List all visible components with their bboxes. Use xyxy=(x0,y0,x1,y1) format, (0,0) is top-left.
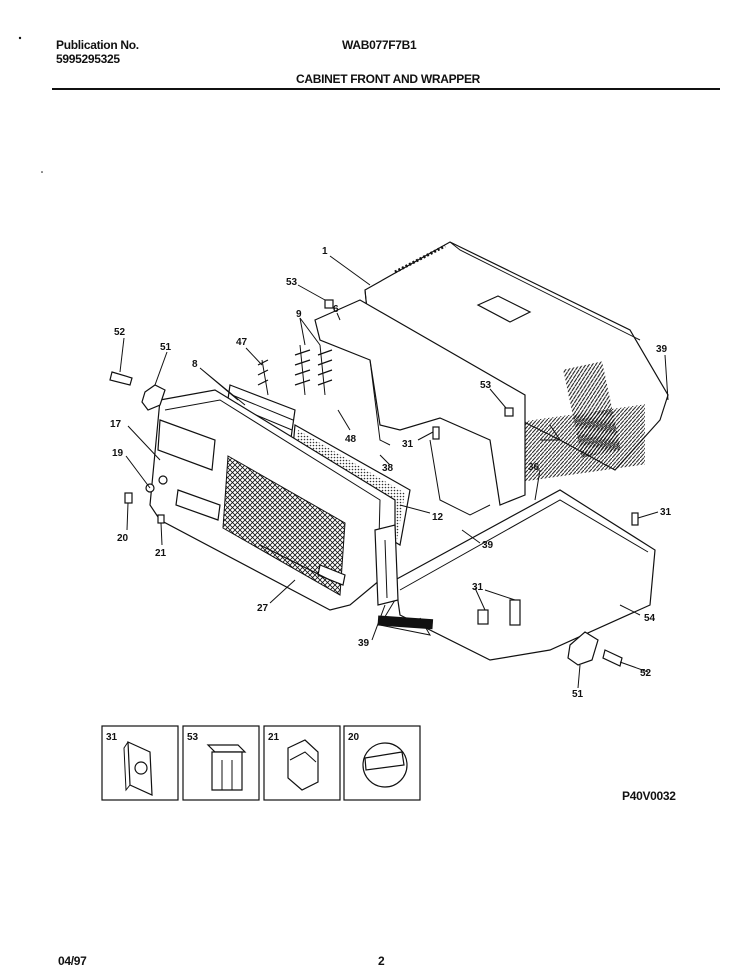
callout: 53 xyxy=(286,277,298,288)
callout: 20 xyxy=(117,533,129,544)
publication-number: 5995295325 xyxy=(56,52,120,66)
callout: 54 xyxy=(644,613,656,624)
callout: 8 xyxy=(192,359,198,370)
callout: 39 xyxy=(656,344,668,355)
inset-detail-53: 53 xyxy=(182,725,260,801)
publication-label: Publication No. xyxy=(56,38,139,52)
callout: 1 xyxy=(322,246,328,257)
callout: 53 xyxy=(480,380,492,391)
callout: 27 xyxy=(257,603,269,614)
callout: 47 xyxy=(236,337,248,348)
callout: 31 xyxy=(472,582,484,593)
callout: 38 xyxy=(382,463,394,474)
callout: 52 xyxy=(640,668,652,679)
callout: 39 xyxy=(358,638,370,649)
svg-text:21: 21 xyxy=(268,732,280,743)
base-pan xyxy=(377,404,656,661)
cabinet-front xyxy=(145,389,396,611)
knob-right xyxy=(567,631,599,666)
callout: 12 xyxy=(432,512,444,523)
section-title: CABINET FRONT AND WRAPPER xyxy=(296,72,481,86)
page-number: 2 xyxy=(378,954,385,968)
header-rule xyxy=(52,88,720,90)
callout: 9 xyxy=(296,309,302,320)
callout: 36 xyxy=(528,462,540,473)
svg-text:31: 31 xyxy=(106,732,118,743)
screw-right xyxy=(602,649,623,667)
inset-detail-21: 21 xyxy=(263,725,341,801)
footer-date: 04/97 xyxy=(58,954,87,968)
callout: 51 xyxy=(572,689,584,700)
svg-text:53: 53 xyxy=(187,732,199,743)
leader-lines xyxy=(119,255,669,689)
side-panel xyxy=(374,524,399,606)
callout: 31 xyxy=(660,507,672,518)
inset-detail-31: 31 xyxy=(101,725,179,801)
callout: 19 xyxy=(112,448,124,459)
callout: 21 xyxy=(155,548,167,559)
callout: 51 xyxy=(160,342,172,353)
model-number: WAB077F7B1 xyxy=(342,38,417,52)
screw-left xyxy=(109,371,133,386)
inset-detail-20: 20 xyxy=(343,725,421,801)
clips xyxy=(124,299,639,626)
callout-labels: 1 53 6 9 52 51 47 8 39 53 17 48 31 19 38… xyxy=(110,246,672,700)
callout: 6 xyxy=(333,304,339,315)
svg-text:20: 20 xyxy=(348,732,360,743)
callout: 52 xyxy=(114,327,126,338)
callout: 17 xyxy=(110,419,122,430)
callout: 39 xyxy=(482,540,494,551)
partition-bracket xyxy=(314,299,526,516)
diagram-code: P40V0032 xyxy=(622,789,676,803)
callout: 48 xyxy=(345,434,357,445)
callout: 31 xyxy=(402,439,414,450)
